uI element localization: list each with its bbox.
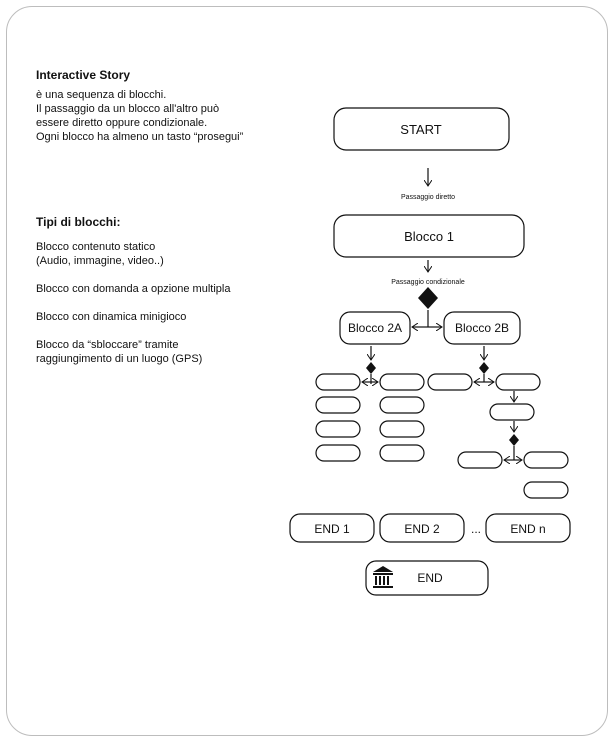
branch-block bbox=[495, 373, 541, 391]
branch-block bbox=[489, 403, 535, 421]
end-1-label: END 1 bbox=[314, 522, 350, 536]
end-n-label: END n bbox=[510, 522, 545, 536]
branch-block bbox=[315, 444, 361, 462]
intro-line: Ogni blocco ha almeno un tasto “prosegui… bbox=[36, 131, 244, 143]
block-2b bbox=[443, 311, 521, 345]
branch-block bbox=[315, 396, 361, 414]
block-1-label: Blocco 1 bbox=[404, 229, 454, 244]
branch-block bbox=[379, 444, 425, 462]
block-2b-label: Blocco 2B bbox=[455, 321, 509, 335]
branch-block bbox=[379, 420, 425, 438]
type-minigame: Blocco con dinamica minigioco bbox=[36, 310, 316, 324]
type-gps: Blocco da “sbloccare” tramite raggiungim… bbox=[36, 338, 316, 366]
intro-line: è una sequenza di blocchi. bbox=[36, 89, 167, 101]
final-end-label: END bbox=[417, 571, 443, 585]
intro-line: Il passaggio da un blocco all'altro può bbox=[36, 103, 220, 115]
conditional-passage-label: Passaggio condizionale bbox=[391, 279, 465, 286]
type-static: Blocco contenuto statico (Audio, immagin… bbox=[36, 240, 316, 268]
start-block bbox=[333, 107, 510, 151]
decision-diamond bbox=[479, 362, 489, 374]
ellipsis-label: ... bbox=[471, 522, 481, 536]
start-label: START bbox=[400, 122, 441, 137]
type-line: raggiungimento di un luogo (GPS) bbox=[36, 353, 203, 365]
final-end-block bbox=[365, 560, 489, 596]
end-block-1 bbox=[289, 513, 375, 543]
branch-block bbox=[379, 373, 425, 391]
types-title: Tipi di blocchi: bbox=[36, 215, 121, 229]
type-line: Blocco con domanda a opzione multipla bbox=[36, 283, 231, 295]
end-block-n bbox=[485, 513, 571, 543]
block-2a-label: Blocco 2A bbox=[348, 321, 402, 335]
branch-block bbox=[427, 373, 473, 391]
block-1 bbox=[333, 214, 525, 258]
branch-block bbox=[457, 451, 503, 469]
intro-section: Interactive Story è una sequenza di bloc… bbox=[36, 68, 306, 144]
museum-icon bbox=[373, 566, 393, 588]
slide-card bbox=[6, 6, 608, 736]
intro-title: Interactive Story bbox=[36, 68, 131, 82]
type-line: Blocco con dinamica minigioco bbox=[36, 311, 187, 323]
type-line: (Audio, immagine, video..) bbox=[36, 255, 164, 267]
type-multiple-choice: Blocco con domanda a opzione multipla bbox=[36, 282, 316, 296]
intro-text: è una sequenza di blocchi. Il passaggio … bbox=[36, 88, 306, 144]
block-2a bbox=[339, 311, 411, 345]
branch-block bbox=[523, 481, 569, 499]
decision-diamond bbox=[418, 287, 438, 309]
end-2-label: END 2 bbox=[404, 522, 440, 536]
type-line: Blocco da “sbloccare” tramite bbox=[36, 339, 179, 351]
branch-block bbox=[523, 451, 569, 469]
end-block-2 bbox=[379, 513, 465, 543]
decision-diamond bbox=[366, 362, 376, 374]
types-list: Blocco contenuto statico (Audio, immagin… bbox=[36, 240, 316, 380]
intro-line: essere diretto oppure condizionale. bbox=[36, 117, 208, 129]
decision-diamond bbox=[509, 434, 519, 446]
branch-block bbox=[315, 420, 361, 438]
branch-block bbox=[315, 373, 361, 391]
branch-block bbox=[379, 396, 425, 414]
direct-passage-label: Passaggio diretto bbox=[401, 194, 455, 201]
type-line: Blocco contenuto statico bbox=[36, 241, 156, 253]
